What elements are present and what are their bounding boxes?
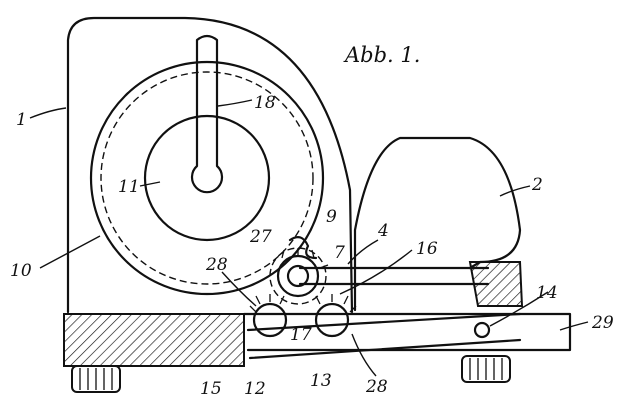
leader-16 <box>339 249 413 295</box>
lever-29 <box>246 312 522 360</box>
pinion-teeth-dashed <box>269 247 327 305</box>
label-18: 18 <box>254 93 276 113</box>
pawl-9 <box>288 236 318 260</box>
slot <box>190 34 224 194</box>
leader-18 <box>217 99 253 107</box>
label-4: 4 <box>377 221 389 241</box>
leader-28b <box>351 333 377 377</box>
label-17: 17 <box>290 325 312 345</box>
label-15: 15 <box>200 379 222 399</box>
gear-13 <box>314 302 350 338</box>
leader-4 <box>347 239 379 265</box>
leader-14 <box>489 291 549 327</box>
label-10: 10 <box>10 261 32 281</box>
gear-teeth <box>249 248 357 313</box>
leader-2 <box>499 185 531 197</box>
base-plate <box>63 313 245 367</box>
guard <box>353 136 522 312</box>
label-27: 27 <box>249 227 272 247</box>
figure-title: Abb. 1. <box>343 43 420 67</box>
inner-disc <box>143 114 271 242</box>
label-16: 16 <box>416 239 438 259</box>
base-rail <box>242 312 572 352</box>
label-1: 1 <box>16 110 27 130</box>
foot-left <box>71 365 121 393</box>
label-11: 11 <box>118 177 140 197</box>
label-28a: 28 <box>205 255 228 275</box>
label-7: 7 <box>334 243 345 263</box>
leader-1 <box>29 107 67 119</box>
gear-12 <box>252 302 288 338</box>
pinion-hub <box>286 264 310 288</box>
leader-11 <box>139 181 161 187</box>
label-9: 9 <box>326 207 337 227</box>
label-2: 2 <box>531 175 543 195</box>
label-13: 13 <box>310 371 332 391</box>
pinion-7 <box>276 254 320 298</box>
label-14: 14 <box>536 283 558 303</box>
foot-right <box>461 355 511 383</box>
pivot-pin <box>473 321 491 339</box>
leader-29 <box>559 321 589 331</box>
leader-28a <box>221 271 257 307</box>
label-29: 29 <box>591 313 614 333</box>
leader-10 <box>39 235 101 269</box>
outer-disc-dashed-rim <box>100 71 314 285</box>
carriage-block <box>468 261 524 307</box>
label-12: 12 <box>244 379 266 399</box>
label-28b: 28 <box>365 377 388 397</box>
outer-disc <box>89 60 325 296</box>
housing-outline <box>66 16 354 314</box>
